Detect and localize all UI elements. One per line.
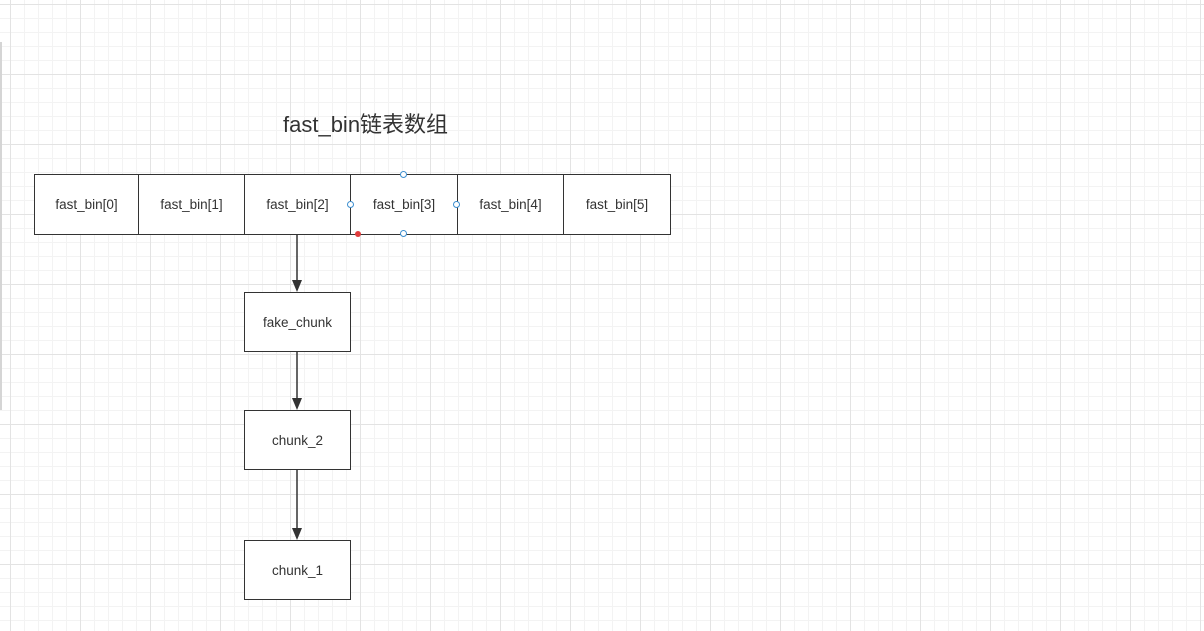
selection-handle-top[interactable]	[400, 171, 407, 178]
connection-anchor-dot[interactable]	[355, 231, 361, 237]
arrowhead-icon	[292, 398, 302, 410]
canvas-left-edge	[0, 42, 2, 410]
arrowhead-icon	[292, 280, 302, 292]
selection-handle-left[interactable]	[347, 201, 354, 208]
array-cell-2[interactable]: fast_bin[2]	[244, 174, 351, 235]
array-cell-3[interactable]: fast_bin[3]	[350, 174, 458, 235]
selection-handle-bottom[interactable]	[400, 230, 407, 237]
array-cell-5[interactable]: fast_bin[5]	[563, 174, 671, 235]
selection-handle-right[interactable]	[453, 201, 460, 208]
arrowhead-icon	[292, 528, 302, 540]
array-cell-0[interactable]: fast_bin[0]	[34, 174, 139, 235]
diagram-title[interactable]: fast_bin链表数组	[283, 112, 449, 137]
array-cell-4[interactable]: fast_bin[4]	[457, 174, 564, 235]
array-cell-1[interactable]: fast_bin[1]	[138, 174, 245, 235]
chain-node-chunk-1[interactable]: chunk_1	[244, 540, 351, 600]
chain-node-fake-chunk[interactable]: fake_chunk	[244, 292, 351, 352]
chain-node-chunk-2[interactable]: chunk_2	[244, 410, 351, 470]
